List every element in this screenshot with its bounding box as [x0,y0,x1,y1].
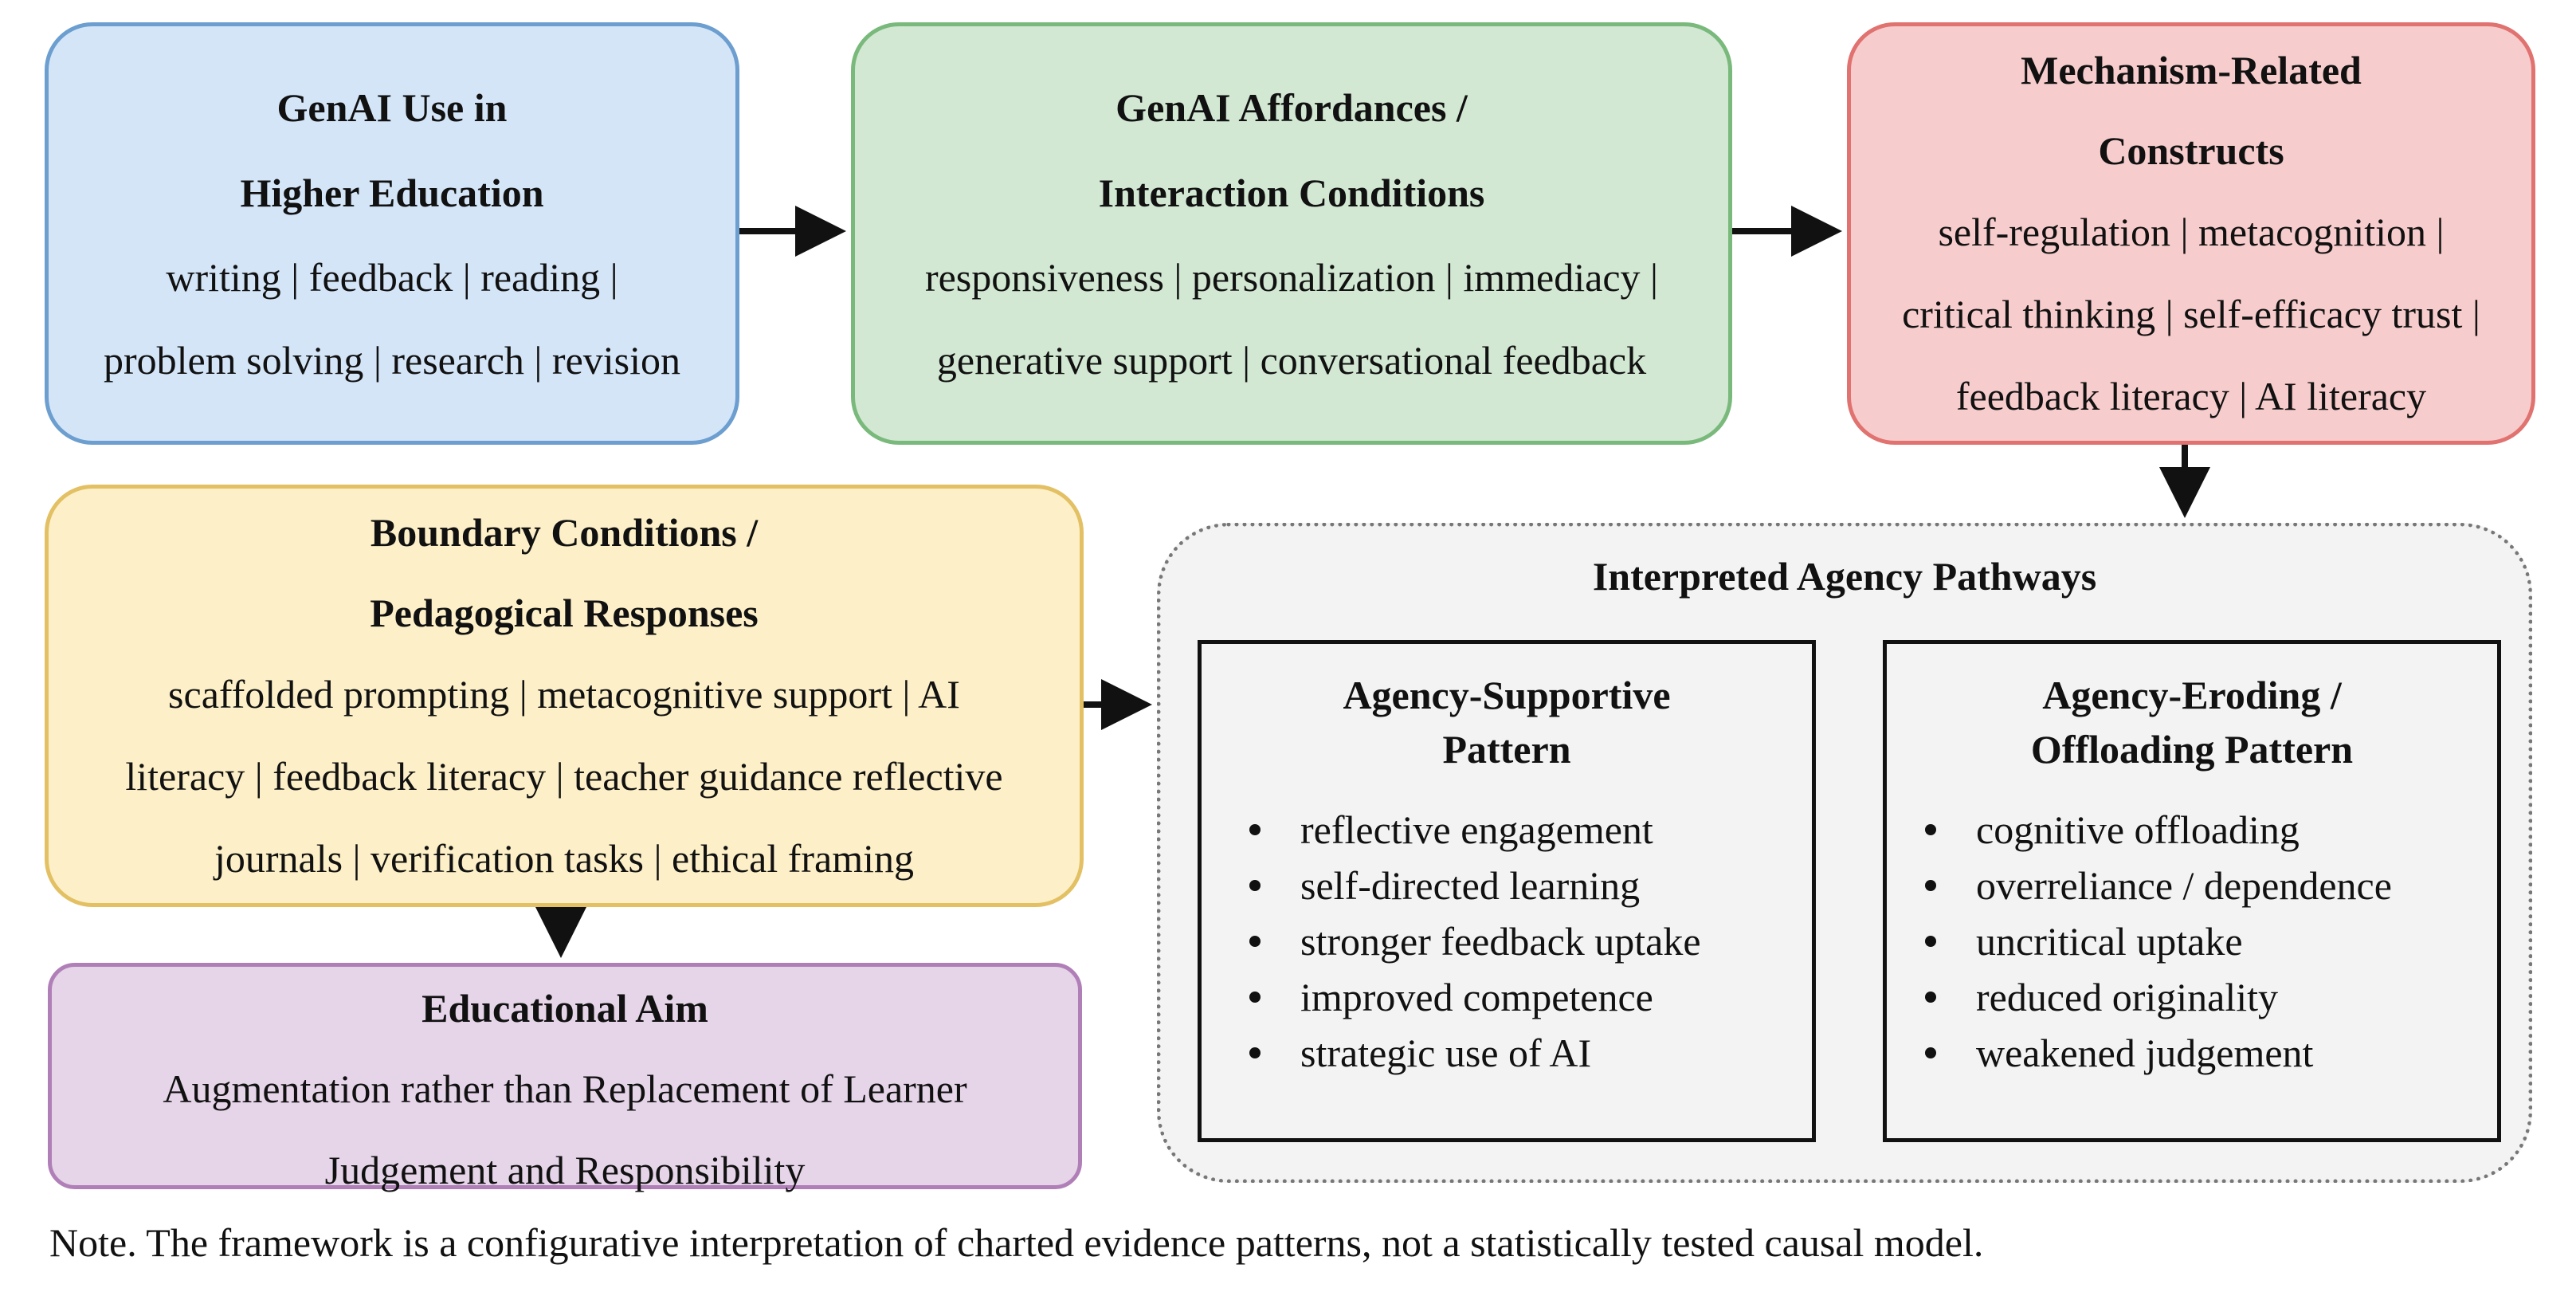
list-item: stronger feedback uptake [1202,913,1812,969]
list-item: cognitive offloading [1887,802,2497,858]
mechanism-body-line3: feedback literacy | AI literacy [1955,373,2427,418]
bullet-icon [1249,880,1261,891]
list-item: self-directed learning [1202,858,1812,913]
list-item: reflective engagement [1202,802,1812,858]
genai-use-body-line1: writing | feedback | reading | [166,255,618,300]
list-item: reduced originality [1887,969,2497,1025]
boundary-body-line1: scaffolded prompting | metacognitive sup… [168,671,960,717]
supportive-title-line2: Pattern [1442,727,1571,772]
footnote: Note. The framework is a configurative i… [49,1220,1984,1265]
genai-use-body-line2: problem solving | research | revision [104,338,680,383]
bullet-icon [1925,880,1936,891]
supportive-item: reflective engagement [1300,807,1653,852]
educational-aim-body-line1: Augmentation rather than Replacement of … [163,1066,967,1111]
eroding-list: cognitive offloading overreliance / depe… [1887,802,2497,1081]
boundary-body-line3: journals | verification tasks | ethical … [214,835,915,881]
list-item: weakened judgement [1887,1025,2497,1081]
bullet-icon [1925,992,1936,1003]
mechanism-box: Mechanism-Related Constructs self-regula… [1847,22,2535,445]
affordances-title-line1: GenAI Affordances / [1115,85,1468,130]
eroding-title-line1: Agency-Eroding / [2042,673,2342,717]
educational-aim-box: Educational Aim Augmentation rather than… [48,963,1082,1192]
affordances-body-line1: responsiveness | personalization | immed… [924,255,1659,300]
supportive-item: improved competence [1300,975,1653,1019]
list-item: improved competence [1202,969,1812,1025]
bullet-icon [1249,824,1261,835]
supportive-title-line1: Agency-Supportive [1343,673,1671,717]
list-item: overreliance / dependence [1887,858,2497,913]
eroding-item: cognitive offloading [1976,807,2300,852]
eroding-item: uncritical uptake [1976,919,2243,964]
bullet-icon [1925,824,1936,835]
educational-aim-title: Educational Aim [421,986,708,1031]
bullet-icon [1925,936,1936,947]
bullet-icon [1249,1047,1261,1058]
eroding-item: overreliance / dependence [1976,863,2392,908]
supportive-item: stronger feedback uptake [1300,919,1701,964]
mechanism-title-line2: Constructs [2098,128,2284,173]
boundary-title-line2: Pedagogical Responses [370,590,759,635]
mechanism-body-line2: critical thinking | self-efficacy trust … [1902,291,2480,336]
genai-use-box: GenAI Use in Higher Education writing | … [45,22,739,445]
affordances-title-line2: Interaction Conditions [1098,171,1485,215]
eroding-item: weakened judgement [1976,1031,2314,1075]
mechanism-title-line1: Mechanism-Related [2021,47,2362,92]
list-item: strategic use of AI [1202,1025,1812,1081]
affordances-body-line2: generative support | conversational feed… [936,338,1647,383]
boundary-body-line2: literacy | feedback literacy | teacher g… [125,753,1003,799]
genai-use-title-line2: Higher Education [240,171,544,215]
agency-pathways-title: Interpreted Agency Pathways [1592,554,2097,599]
affordances-box: GenAI Affordances / Interaction Conditio… [851,22,1732,445]
supportive-item: self-directed learning [1300,863,1641,908]
agency-supportive-pattern-box: Agency-Supportive Pattern reflective eng… [1198,640,1816,1142]
eroding-title-line2: Offloading Pattern [2030,727,2354,772]
agency-eroding-pattern-box: Agency-Eroding / Offloading Pattern cogn… [1883,640,2501,1142]
boundary-title-line1: Boundary Conditions / [370,509,759,555]
educational-aim-body-line2: Judgement and Responsibility [324,1148,806,1192]
list-item: uncritical uptake [1887,913,2497,969]
eroding-item: reduced originality [1976,975,2279,1019]
bullet-icon [1249,992,1261,1003]
agency-pathways-container: Interpreted Agency Pathways Agency-Suppo… [1157,523,2532,1183]
mechanism-body-line1: self-regulation | metacognition | [1938,209,2445,254]
supportive-list: reflective engagement self-directed lear… [1202,802,1812,1081]
bullet-icon [1925,1047,1936,1058]
genai-use-title-line1: GenAI Use in [276,85,508,130]
bullet-icon [1249,936,1261,947]
supportive-item: strategic use of AI [1300,1031,1592,1075]
boundary-box: Boundary Conditions / Pedagogical Respon… [45,485,1084,907]
